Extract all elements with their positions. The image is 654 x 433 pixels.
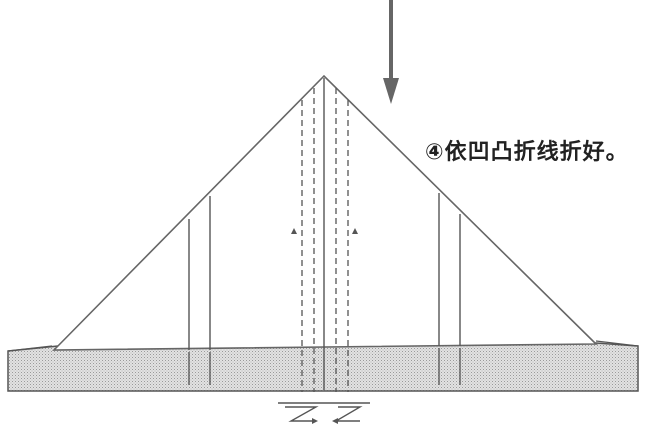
left-fold-arrow-icon	[285, 406, 319, 424]
marker-left-triangle	[291, 228, 297, 234]
solid-crease-lines	[188, 78, 461, 390]
base-crease-marks	[188, 348, 461, 385]
triangle-paper	[52, 74, 598, 351]
down-arrow-icon	[383, 0, 399, 104]
marker-right-triangle	[352, 228, 358, 234]
right-fold-arrow-icon	[332, 406, 363, 424]
fold-direction-symbols	[278, 402, 370, 424]
dashed-fold-lines	[301, 88, 349, 392]
base-left-flap-edge	[7, 345, 53, 352]
base-right-flap-edge	[595, 340, 639, 347]
step-caption: ④依凹凸折线折好。	[425, 140, 629, 165]
